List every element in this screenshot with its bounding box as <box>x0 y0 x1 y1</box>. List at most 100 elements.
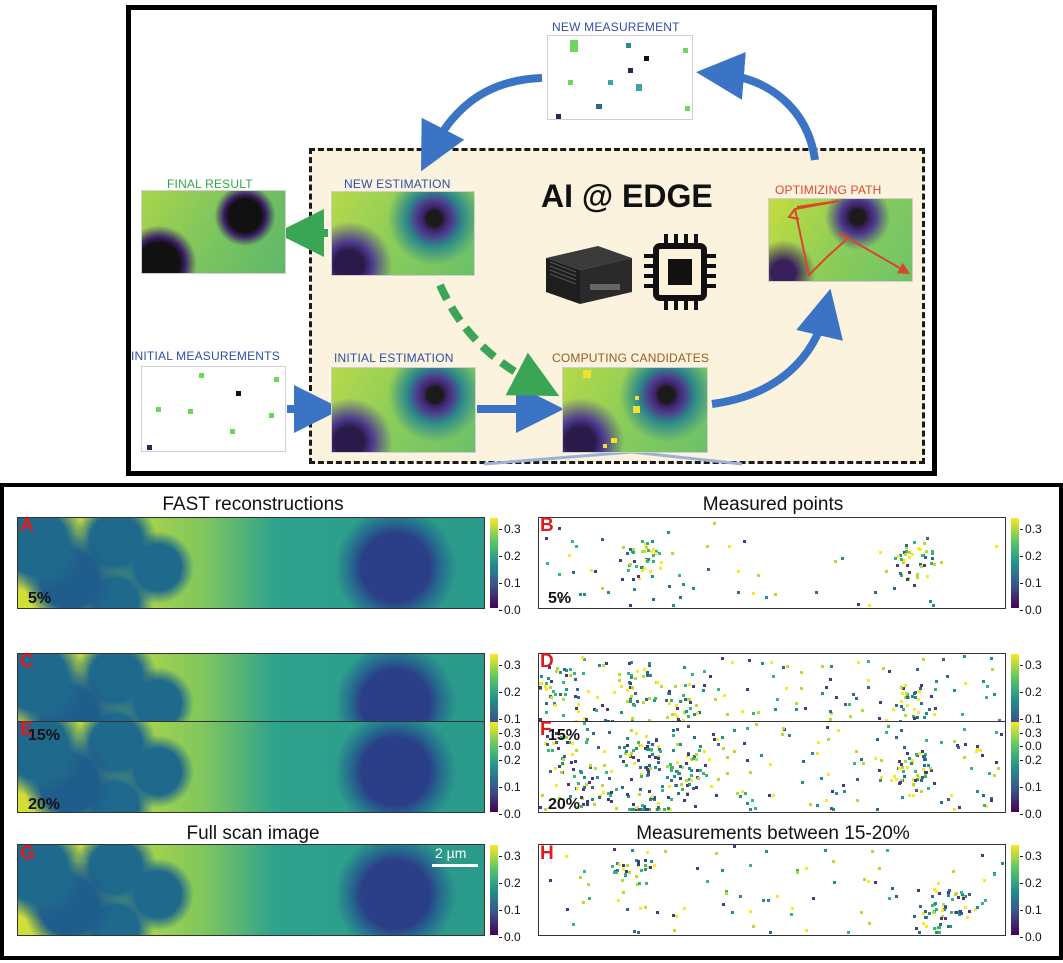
measured-point <box>866 660 870 664</box>
measured-point <box>629 563 633 567</box>
measured-point <box>867 678 871 682</box>
measured-point <box>974 908 978 912</box>
measured-point <box>835 791 839 795</box>
measured-point <box>990 798 994 802</box>
measured-point <box>992 872 996 876</box>
measured-point <box>624 872 628 876</box>
measured-point <box>599 793 603 797</box>
colorbar-tick-label: 0.0 <box>504 930 521 944</box>
measured-point <box>860 709 864 713</box>
measured-point <box>902 551 906 555</box>
measured-point <box>695 712 699 716</box>
measured-point <box>846 930 850 934</box>
measured-point <box>648 767 652 771</box>
measured-point <box>689 701 693 705</box>
measured-point <box>657 760 661 764</box>
measured-point <box>631 717 635 721</box>
measured-point <box>829 677 833 681</box>
optimizing-path-panel <box>768 198 913 282</box>
right-column-title: Measured points <box>702 494 844 515</box>
measured-point <box>574 545 578 549</box>
measured-point <box>955 892 959 896</box>
measured-point <box>588 897 592 901</box>
measured-point <box>557 733 561 737</box>
colorbar-tick-mark <box>1020 910 1023 911</box>
measured-point <box>639 743 643 747</box>
measured-point <box>946 890 950 894</box>
measured-point <box>546 561 550 565</box>
final-result-panel <box>141 190 286 274</box>
measured-point <box>637 859 641 863</box>
measured-point <box>781 732 785 736</box>
measured-point <box>856 661 860 665</box>
measured-point <box>673 775 677 779</box>
measured-point <box>782 727 786 731</box>
measured-point <box>892 708 896 712</box>
measured-point <box>932 887 936 891</box>
measured-point <box>784 686 788 690</box>
measured-point <box>569 674 573 678</box>
measured-point <box>563 693 567 697</box>
measured-point <box>949 924 953 928</box>
measured-point <box>906 766 910 770</box>
measured-point <box>621 891 625 895</box>
measured-point <box>961 896 965 900</box>
measured-point <box>940 741 944 745</box>
measured-point <box>607 730 611 734</box>
measured-point <box>571 768 575 772</box>
measured-point <box>900 700 904 704</box>
measured-point <box>933 706 937 710</box>
chip-icon <box>644 234 716 310</box>
measured-point <box>984 899 988 903</box>
measured-point <box>643 667 647 671</box>
colorbar-tick-label: 0.0 <box>1025 807 1042 821</box>
colorbar-tick-label: 0.2 <box>504 753 521 767</box>
measured-point <box>743 742 747 746</box>
measured-point <box>630 673 634 677</box>
measured-point <box>895 704 899 708</box>
measured-point <box>912 793 916 797</box>
measured-point <box>868 603 872 607</box>
measured-point <box>945 674 949 678</box>
measured-point <box>625 689 629 693</box>
measured-point <box>575 805 579 809</box>
colorbar-tick-label: 0.2 <box>1025 876 1042 890</box>
measured-point <box>899 574 903 578</box>
measured-point <box>801 780 805 784</box>
colorbar-tick-label: 0.0 <box>504 739 521 753</box>
measured-point <box>820 777 824 781</box>
measured-point <box>651 547 655 551</box>
measured-point <box>592 707 596 711</box>
measured-point <box>930 562 934 566</box>
measured-point <box>618 862 622 866</box>
colorbar-tick-mark <box>1020 746 1023 747</box>
measured-point <box>831 808 835 811</box>
measured-point <box>932 781 936 785</box>
measured-point <box>610 790 614 794</box>
colorbar-tick-mark <box>1020 719 1023 720</box>
measured-point <box>691 786 695 790</box>
measured-point <box>949 911 953 915</box>
measured-point <box>963 654 967 658</box>
measured-point <box>669 798 673 802</box>
measured-point <box>594 709 598 713</box>
measured-point <box>545 742 549 746</box>
measured-point <box>877 717 881 721</box>
measured-point <box>656 808 660 811</box>
measured-point <box>741 710 745 714</box>
colorbar-tick-label: 0.2 <box>1025 753 1042 767</box>
measured-point <box>696 768 700 772</box>
measured-point <box>960 890 964 894</box>
computer-device-icon <box>546 246 632 304</box>
measured-point <box>918 751 922 755</box>
measurements-15-20-title: Measurements between 15-20% <box>636 823 910 844</box>
measured-point <box>593 569 597 573</box>
measured-point <box>829 711 833 715</box>
measured-point <box>975 747 979 751</box>
measured-point <box>635 808 639 811</box>
measured-point <box>569 760 573 764</box>
measured-point <box>908 757 912 761</box>
measured-point <box>731 660 735 664</box>
measured-point <box>889 778 893 782</box>
colorbar-tick-mark <box>1020 787 1023 788</box>
